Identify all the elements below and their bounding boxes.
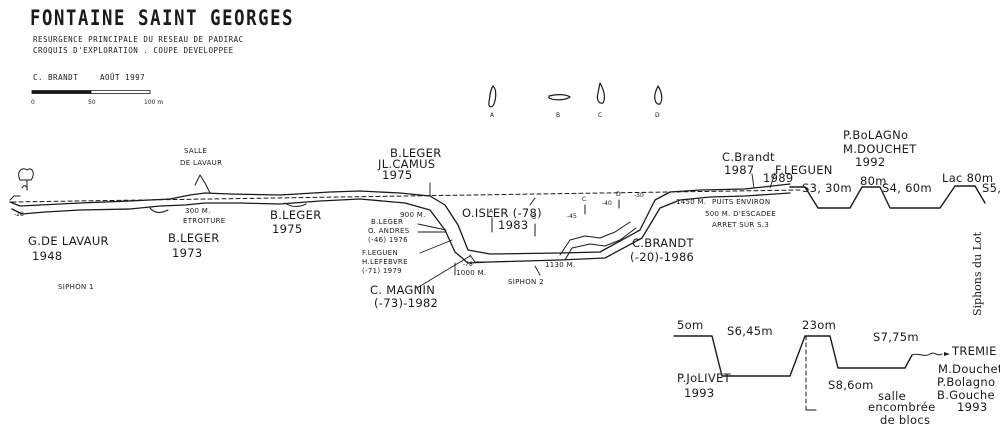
label-bleger-1973: B.LEGER [168, 231, 220, 245]
escadee-500: 500 M. D'ESCADEE [705, 210, 776, 218]
scale-bar [31, 90, 151, 94]
label-m-douchet: M.Douchet [938, 362, 1000, 376]
label-hlefebvre: H.LEFEBVRE [362, 258, 408, 266]
sump-s4: S4, 60m [882, 181, 932, 195]
inset-5m: 5om [677, 318, 704, 332]
siphons-lot-profile [789, 185, 986, 209]
salle-encombree-2: encombrée [868, 400, 936, 414]
label-cbrandt-1987: C.Brandt [722, 150, 775, 164]
label-bleger-1973-year: 1973 [172, 246, 203, 260]
lake-80m: Lac 80m [942, 171, 994, 185]
label-oandres-year: (-46) 1976 [368, 236, 408, 244]
label-pjolivet: P.JoLIVET [677, 371, 731, 385]
label-1993-team: 1993 [957, 400, 988, 414]
marker-a: A [489, 208, 494, 215]
label-cmagnin: C. MAGNIN [370, 283, 436, 297]
salle-encombree-1: salle [878, 389, 907, 403]
label-fleguen-1989: F.LEGUEN [775, 163, 833, 177]
label-fleguen-1989-year: 1989 [763, 171, 794, 185]
label-oisler-year: 1983 [498, 218, 529, 232]
label-cbrandt-1986: C.BRANDT [632, 236, 694, 250]
section-label-a: A [490, 112, 495, 119]
depth-minus-45: -45 [567, 213, 577, 220]
scale-end: 100 m [144, 99, 164, 106]
siphons-du-lot: Siphons du Lot [971, 232, 984, 316]
distance-1130: 1130 M. [545, 261, 576, 269]
sump-s3: S3, 30m [802, 181, 852, 195]
label-b-gouche: B.Gouche [937, 388, 995, 402]
reference-line [11, 189, 801, 203]
date: AOÛT 1997 [100, 73, 146, 82]
salle-lavaur-1: SALLE [184, 147, 208, 155]
salle-lavaur-2: DE LAVAUR [180, 159, 223, 167]
salle-encombree-3: de blocs [880, 413, 931, 427]
distance-80m: 80m [860, 174, 887, 188]
siphon-2: SIPHON 2 [508, 278, 544, 286]
distance-1000: 1000 M. [456, 269, 487, 277]
depth-minus-78: -78 [463, 261, 473, 268]
label-gdelavaur: G.DE LAVAUR [28, 234, 109, 248]
label-bleger-4: B.LEGER [371, 218, 404, 226]
subtitle-croquis: CROQUIS D'EXPLORATION . COUPE DEVELOPPEE [33, 46, 234, 55]
author: C. BRANDT [33, 73, 79, 82]
label-hlefebvre-year: (-71) 1979 [362, 267, 402, 275]
depth-minus-28: -28 [14, 211, 24, 218]
scale-zero: 0 [31, 99, 35, 106]
distance-900: 900 M. [400, 211, 426, 219]
label-cmagnin-year: (-73)-1982 [374, 296, 439, 310]
puits-environ: PUITS ENVIRON [712, 198, 771, 206]
label-bleger-1975-year: 1975 [272, 222, 303, 236]
sump-s8: S8,6om [828, 378, 874, 392]
sump-s7: S7,75m [873, 330, 919, 344]
section-markers [491, 199, 620, 237]
section-sketches [488, 82, 663, 108]
label-mdouchet: M.DOUCHET [843, 142, 917, 156]
sump-s5: S5, [982, 181, 1000, 195]
label-cbrandt-1986-year: (-20)-1986 [630, 250, 695, 264]
label-bleger-1975: B.LEGER [270, 208, 322, 222]
marker-d: D [616, 191, 621, 198]
tremie-arrow [944, 352, 950, 356]
label-bolagno-douchet-year: 1992 [855, 155, 886, 169]
section-label-b: B [556, 112, 561, 119]
scale-mid: 50 [88, 99, 96, 106]
inset-230m: 23om [802, 318, 837, 332]
tremie: TREMIE [952, 344, 997, 358]
label-cbrandt-1987-year: 1987 [724, 163, 755, 177]
distance-1450: 1450 M. [676, 198, 707, 206]
inset-profile [673, 335, 943, 411]
etroiture: ETROITURE [183, 217, 226, 225]
label-pjolivet-year: 1993 [684, 386, 715, 400]
label-bleger-camus: B.LEGER [390, 146, 442, 160]
entrance-trees [9, 168, 34, 201]
label-oandres: O. ANDRES [368, 227, 410, 235]
depth-minus-30: -30 [634, 192, 644, 199]
label-p-bolagno: P.Bolagno [937, 375, 996, 389]
cave-gallery [9, 183, 791, 264]
label-fleguen-1: F.LEGUEN [362, 249, 399, 257]
subtitle-resurgence: RESURGENCE PRINCIPALE DU RESEAU DE PADIR… [33, 35, 244, 44]
marker-b: B [532, 214, 537, 221]
siphon-1: SIPHON 1 [58, 283, 94, 291]
etroiture-distance: 300 M. [185, 207, 211, 215]
label-jlcamus: JL.CAMUS [378, 157, 436, 171]
label-camus-year: 1975 [382, 168, 413, 182]
depth-minus-40: -40 [602, 200, 612, 207]
marker-c: C [582, 196, 587, 203]
page-title: FONTAINE SAINT GEORGES [30, 6, 295, 30]
label-pbolagno: P.BoLAGNo [843, 128, 909, 142]
leader-lines [416, 172, 776, 289]
sump-s6: S6,45m [727, 324, 773, 338]
arret-s3: ARRET SUR S.3 [712, 221, 770, 229]
label-gdelavaur-year: 1948 [32, 249, 63, 263]
label-oisler: O.ISLER (-78) [462, 206, 542, 220]
section-label-c: C [598, 112, 603, 119]
section-label-d: D [655, 112, 660, 119]
